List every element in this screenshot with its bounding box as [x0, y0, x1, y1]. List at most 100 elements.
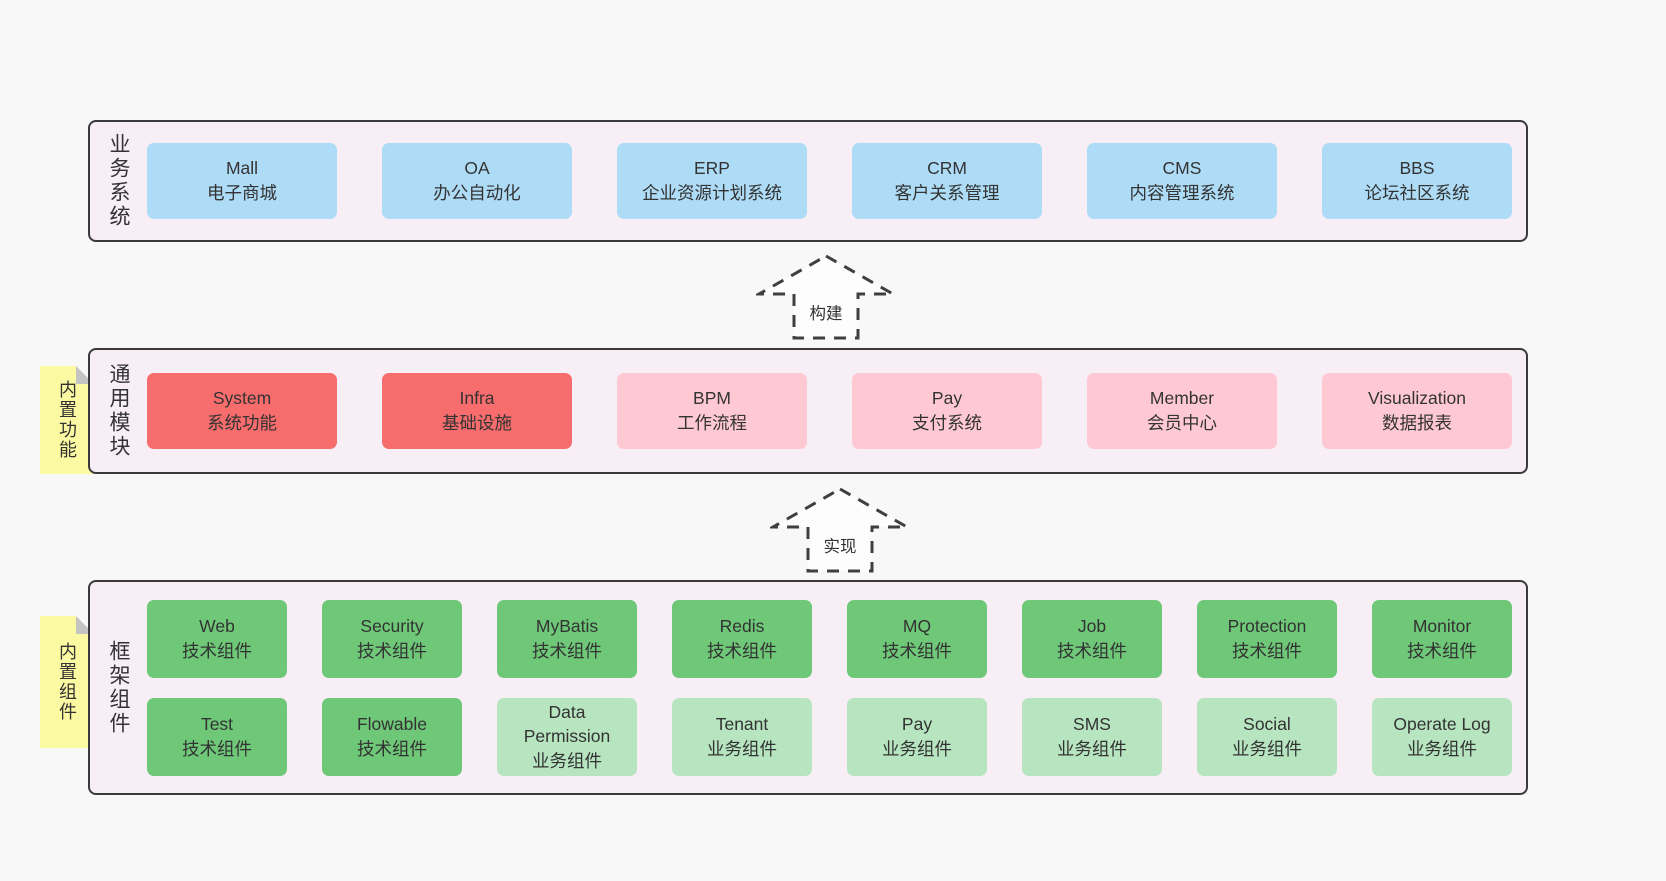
layer-label-modules: 通用模块 — [107, 363, 130, 459]
layer-label-business: 业务系统 — [107, 133, 130, 229]
box-subtitle: 业务组件 — [882, 738, 952, 759]
note-text: 内置组件 — [57, 642, 77, 722]
box-redis: Redis 技术组件 — [672, 599, 812, 678]
box-pay-module: Pay 支付系统 — [852, 373, 1042, 449]
layer-framework-components: 框架组件 Web 技术组件 Security 技术组件 MyBatis 技术组件… — [88, 580, 1528, 795]
box-subtitle: 技术组件 — [532, 640, 602, 661]
layer-business-systems: 业务系统 Mall 电子商城 OA 办公自动化 ERP 企业资源计划系统 CRM… — [88, 120, 1528, 242]
box-test: Test 技术组件 — [147, 697, 287, 776]
box-mall: Mall 电子商城 — [147, 143, 337, 219]
box-title: CMS — [1162, 157, 1202, 178]
box-member: Member 会员中心 — [1087, 373, 1277, 449]
box-protection: Protection 技术组件 — [1197, 599, 1337, 678]
box-infra: Infra 基础设施 — [382, 373, 572, 449]
box-title: Security — [360, 616, 424, 637]
box-title: MQ — [902, 616, 932, 637]
box-subtitle: 业务组件 — [1407, 738, 1477, 759]
box-title: Pay — [931, 387, 963, 408]
box-system: System 系统功能 — [147, 373, 337, 449]
box-subtitle: 业务组件 — [1232, 738, 1302, 759]
box-title: Data Permission — [523, 702, 611, 747]
box-title: SMS — [1073, 714, 1111, 735]
box-title: System — [212, 387, 272, 408]
box-visualization: Visualization 数据报表 — [1322, 373, 1512, 449]
box-title: BPM — [693, 387, 731, 408]
layer-label-components: 框架组件 — [107, 639, 130, 736]
box-title: Monitor — [1412, 616, 1472, 637]
box-pay-component: Pay 业务组件 — [847, 697, 987, 776]
box-web: Web 技术组件 — [147, 599, 287, 678]
box-subtitle: 电子商城 — [207, 183, 277, 203]
box-subtitle: 办公自动化 — [433, 183, 521, 203]
box-monitor: Monitor 技术组件 — [1372, 599, 1512, 678]
box-subtitle: 业务组件 — [1057, 738, 1127, 759]
box-subtitle: 工作流程 — [677, 413, 747, 433]
box-subtitle: 企业资源计划系统 — [642, 183, 782, 203]
box-operate-log: Operate Log 业务组件 — [1372, 697, 1512, 776]
box-subtitle: 支付系统 — [912, 413, 982, 433]
box-title: CRM — [927, 157, 967, 178]
note-builtin-features: 内置功能 — [40, 366, 94, 474]
box-title: Redis — [719, 616, 765, 637]
box-subtitle: 技术组件 — [1057, 640, 1127, 661]
box-title: Job — [1077, 616, 1107, 637]
box-title: OA — [464, 157, 490, 178]
box-subtitle: 技术组件 — [182, 738, 252, 759]
box-title: MyBatis — [535, 616, 599, 637]
box-title: Flowable — [356, 714, 428, 735]
box-title: Infra — [459, 387, 495, 408]
box-title: Web — [199, 616, 235, 637]
box-erp: ERP 企业资源计划系统 — [617, 143, 807, 219]
box-title: Member — [1149, 387, 1215, 408]
arrow-implement: 实现 — [770, 486, 910, 574]
layer-common-modules: 通用模块 System 系统功能 Infra 基础设施 BPM 工作流程 Pay… — [88, 348, 1528, 474]
note-text: 内置功能 — [57, 380, 77, 460]
arrow-build: 构建 — [756, 253, 896, 341]
box-cms: CMS 内容管理系统 — [1087, 143, 1277, 219]
box-title: Mall — [225, 157, 259, 178]
box-subtitle: 数据报表 — [1382, 413, 1452, 433]
box-subtitle: 客户关系管理 — [894, 183, 1000, 203]
box-subtitle: 论坛社区系统 — [1364, 183, 1470, 203]
box-flowable: Flowable 技术组件 — [322, 697, 462, 776]
box-subtitle: 技术组件 — [1407, 640, 1477, 661]
box-title: Social — [1243, 714, 1291, 735]
box-subtitle: 技术组件 — [357, 738, 427, 759]
box-subtitle: 技术组件 — [357, 640, 427, 661]
box-subtitle: 技术组件 — [182, 640, 252, 661]
box-subtitle: 会员中心 — [1147, 413, 1217, 433]
box-mybatis: MyBatis 技术组件 — [497, 599, 637, 678]
box-data-permission: Data Permission 业务组件 — [497, 697, 637, 776]
box-title: Visualization — [1368, 387, 1466, 408]
box-subtitle: 技术组件 — [882, 640, 952, 661]
note-builtin-components: 内置组件 — [40, 616, 94, 748]
box-title: BBS — [1399, 157, 1435, 178]
block-arrow-up-icon — [756, 254, 896, 340]
box-title: Protection — [1227, 616, 1307, 637]
box-tenant: Tenant 业务组件 — [672, 697, 812, 776]
box-oa: OA 办公自动化 — [382, 143, 572, 219]
block-arrow-up-icon — [770, 487, 910, 573]
box-title: Pay — [901, 714, 933, 735]
arrow-label: 构建 — [756, 299, 896, 325]
arrow-label: 实现 — [770, 532, 910, 558]
box-social: Social 业务组件 — [1197, 697, 1337, 776]
box-subtitle: 技术组件 — [1232, 640, 1302, 661]
box-title: Test — [200, 714, 234, 735]
box-mq: MQ 技术组件 — [847, 599, 987, 678]
box-job: Job 技术组件 — [1022, 599, 1162, 678]
box-subtitle: 技术组件 — [707, 640, 777, 661]
box-subtitle: 基础设施 — [442, 413, 512, 433]
box-subtitle: 业务组件 — [532, 750, 602, 771]
box-bbs: BBS 论坛社区系统 — [1322, 143, 1512, 219]
box-crm: CRM 客户关系管理 — [852, 143, 1042, 219]
box-security: Security 技术组件 — [322, 599, 462, 678]
box-title: ERP — [694, 157, 730, 178]
box-bpm: BPM 工作流程 — [617, 373, 807, 449]
box-sms: SMS 业务组件 — [1022, 697, 1162, 776]
box-subtitle: 内容管理系统 — [1129, 183, 1235, 203]
box-subtitle: 业务组件 — [707, 738, 777, 759]
box-subtitle: 系统功能 — [207, 413, 277, 433]
box-title: Operate Log — [1393, 714, 1491, 735]
